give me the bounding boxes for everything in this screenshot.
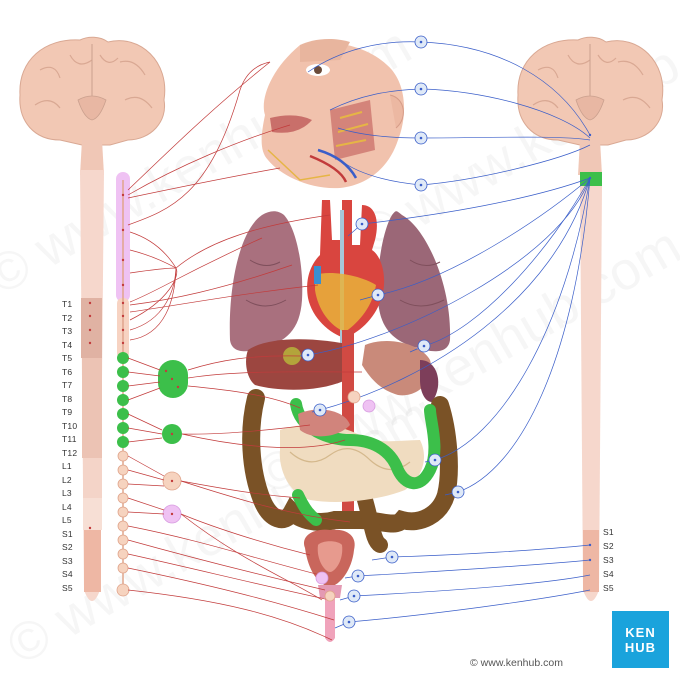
segment-label: S1 [603, 527, 614, 537]
logo-line-1: KEN [625, 624, 656, 640]
segment-label: L4 [62, 501, 72, 512]
segment-label: L1 [62, 461, 72, 471]
segment-label: L3 [62, 488, 72, 498]
kenhub-copyright-icon: © [470, 657, 481, 669]
segment-label: T11 [62, 434, 77, 444]
segment-label: L2 [62, 474, 72, 485]
sympathetic-pathways [127, 61, 363, 641]
segment-label: T4 [62, 339, 73, 350]
parasympathetic-ganglia [301, 35, 592, 629]
segment-label: S4 [603, 569, 614, 579]
segment-label: T8 [62, 393, 73, 404]
segment-label: S2 [62, 542, 73, 552]
heart-icon [307, 200, 385, 345]
lungs-icon [229, 211, 451, 352]
spinal-cord-right [580, 186, 602, 601]
segment-label: S4 [62, 569, 73, 579]
segment-label: T1 [62, 299, 73, 309]
sympathetic-chain [116, 172, 130, 597]
segment-label: T12 [62, 447, 78, 458]
segment-label: S1 [62, 528, 73, 539]
segment-label: S5 [603, 583, 614, 593]
face-icon [261, 38, 405, 189]
segment-label: S3 [603, 555, 614, 565]
segment-label: T10 [62, 420, 78, 431]
segment-label: T5 [62, 353, 73, 363]
segment-label: S2 [603, 541, 614, 551]
segment-label: T6 [62, 366, 73, 377]
segment-label: S3 [62, 555, 73, 566]
logo-line-2: HUB [624, 639, 657, 655]
brain-right-icon [517, 36, 664, 186]
prevertebral-ganglia [158, 360, 188, 524]
segment-label: T2 [62, 312, 73, 323]
segment-label: L5 [62, 515, 72, 525]
kenhub-logo[interactable]: KEN HUB [612, 611, 669, 668]
abdomen-icon [242, 330, 458, 553]
sympathetic-dots [88, 193, 180, 530]
segment-label: T9 [62, 407, 73, 417]
segment-label: S5 [62, 582, 73, 593]
bladder-icon [304, 529, 355, 642]
segment-label: T7 [62, 380, 73, 390]
spinal-cord-left [80, 170, 104, 601]
credit-label: www.kenhub.com [480, 657, 563, 669]
parasympathetic-pathways [299, 41, 591, 629]
brain-left-icon [19, 36, 166, 175]
segment-label: T3 [62, 326, 73, 336]
credit-text[interactable]: © www.kenhub.com [470, 657, 563, 669]
